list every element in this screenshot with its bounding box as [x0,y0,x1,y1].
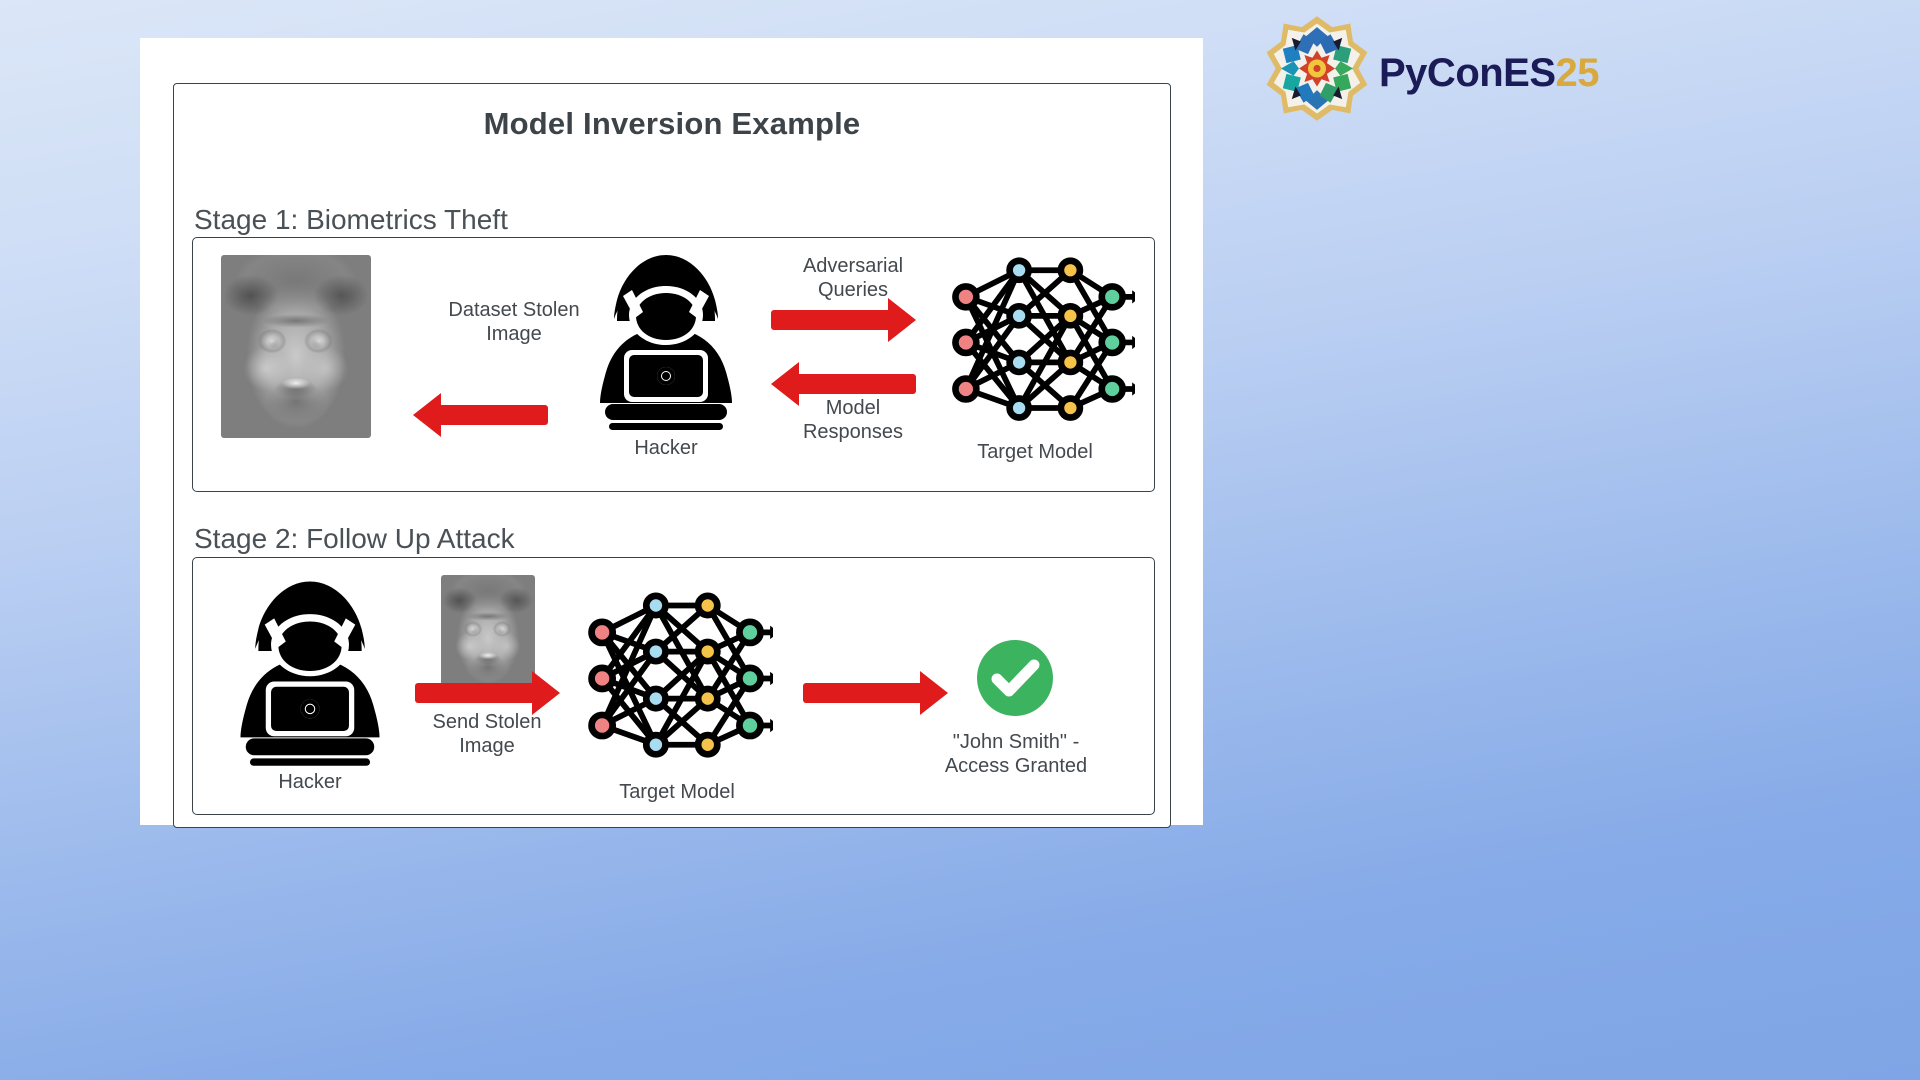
hacker-icon [231,576,389,766]
stage-1-box: Dataset Stolen Image [192,237,1155,492]
adversarial-queries-caption: Adversarial Queries [802,255,904,302]
slide-panel: Model Inversion Example Stage 1: Biometr… [173,83,1171,828]
pycones-brand-text: PyConES [1379,50,1556,95]
adversarial-queries-arrow [771,298,916,342]
access-result-label: "John Smith" - Access Granted [944,731,1088,778]
hacker-label-stage-2: Hacker [278,771,342,793]
hacker-label-stage-1: Hacker [634,437,698,459]
target-model-label-stage-2: Target Model [619,781,735,803]
pycones-logo: PyConES25 [1263,12,1600,134]
send-stolen-image-arrow [415,671,560,715]
dataset-stolen-image-arrow [413,393,548,437]
stage-2-heading: Stage 2: Follow Up Attack [194,523,515,554]
stage-1-heading: Stage 1: Biometrics Theft [194,204,508,235]
stolen-face-image [441,575,535,690]
pycones-star-icon [1263,14,1371,132]
dataset-stolen-image-caption: Dataset Stolen Image [448,299,580,346]
slide-canvas: Model Inversion Example Stage 1: Biometr… [140,38,1203,828]
model-responses-caption: Model Responses [802,397,904,444]
page-title: Model Inversion Example [483,106,861,141]
send-stolen-image-caption: Send Stolen Image [432,711,542,758]
pycones-year-text: 25 [1555,50,1600,95]
target-model-label-stage-1: Target Model [977,441,1093,463]
access-result-arrow [803,671,948,715]
model-responses-arrow [771,362,916,406]
pycones-wordmark: PyConES25 [1379,50,1600,96]
stage-2-box: Hacker Send Stolen Image [192,557,1155,815]
neural-network-icon [945,250,1135,433]
neural-network-icon [581,580,773,775]
stolen-face-image [221,255,371,438]
hacker-icon [591,250,741,430]
check-circle-icon [975,638,1055,718]
